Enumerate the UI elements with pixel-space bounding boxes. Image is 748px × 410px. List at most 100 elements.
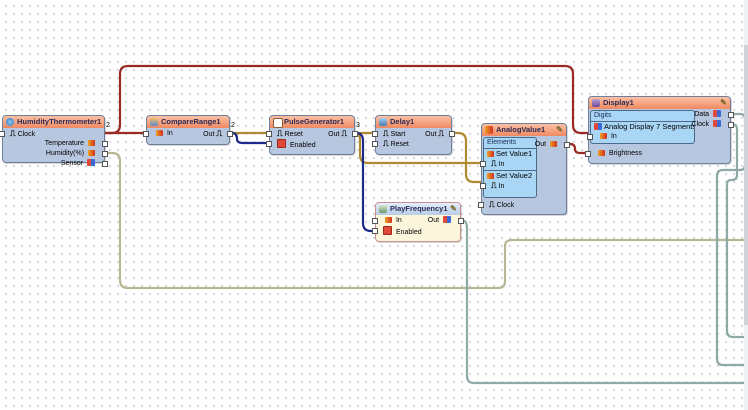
pin-reset[interactable]: ⎍ Reset	[266, 129, 303, 139]
pin-connector[interactable]	[372, 131, 378, 137]
wire-analog-brightness[interactable]	[566, 142, 590, 155]
pin-reset[interactable]: ⎍ Reset	[372, 139, 409, 149]
scrollbar-thumb[interactable]	[744, 45, 748, 325]
element-set-value1[interactable]: Set Value1 ⎍ In	[480, 148, 536, 169]
pin-in[interactable]: In	[587, 132, 617, 142]
component-title: PlayFrequency1	[390, 204, 448, 213]
pin-label: Start	[390, 131, 406, 138]
edit-wand-icon[interactable]: ✎	[450, 204, 457, 213]
pin-in[interactable]: ⎍ In	[480, 159, 504, 169]
component-header[interactable]: AnalogValue1 ✎	[482, 124, 566, 136]
sensor-icon	[87, 159, 95, 166]
pin-connector[interactable]	[587, 134, 593, 140]
elements-label: Elements	[487, 139, 517, 146]
component-header[interactable]: Delay1	[376, 116, 451, 128]
pin-connector[interactable]	[102, 141, 108, 147]
pin-label: Out	[534, 141, 547, 148]
component-play-frequency[interactable]: PlayFrequency1 ✎ In Enabled Out	[372, 202, 464, 242]
pin-connector[interactable]	[449, 131, 455, 137]
wire-compare-enabled[interactable]	[229, 131, 271, 145]
pin-connector[interactable]	[728, 122, 734, 128]
component-pulse-generator[interactable]: PulseGenerator1 ⎍ Reset Enabled Out ⎍	[266, 115, 358, 155]
pin-clock[interactable]: Clock	[692, 120, 734, 130]
clock-icon: ⎍	[10, 129, 16, 138]
pin-out[interactable]: Out ⎍	[203, 129, 233, 139]
elements-group: Elements Set Value1 ⎍ In Set Value2 ⎍ In	[480, 137, 537, 198]
pin-clock[interactable]: ⎍ Clock	[0, 129, 35, 139]
pin-label: Enabled	[289, 142, 316, 149]
element-set-value2[interactable]: Set Value2 ⎍ In	[480, 170, 536, 191]
pin-connector[interactable]	[564, 142, 570, 148]
wire-temperature-display[interactable]	[104, 64, 590, 135]
analog-icon	[600, 133, 607, 139]
pin-in[interactable]: ⎍ In	[480, 181, 505, 191]
pin-connector[interactable]	[480, 161, 486, 167]
pin-connector[interactable]	[458, 218, 464, 224]
pin-connector[interactable]	[0, 131, 5, 137]
pin-connector[interactable]	[227, 131, 233, 137]
pin-connector[interactable]	[102, 151, 108, 157]
pin-label: Out	[427, 217, 440, 224]
component-header[interactable]: PlayFrequency1 ✎	[376, 203, 460, 215]
pin-label: In	[498, 183, 505, 190]
pin-connector[interactable]	[372, 141, 378, 147]
analog-icon	[550, 141, 557, 147]
pin-in[interactable]: In	[143, 129, 173, 139]
digit-item[interactable]: Analog Display 7 Segments1 In	[587, 121, 694, 142]
pin-enabled[interactable]: Enabled	[266, 139, 316, 149]
pin-label: Humidity(%)	[45, 150, 85, 157]
boolean-icon	[277, 139, 286, 148]
pin-connector[interactable]	[585, 151, 591, 157]
pin-connector[interactable]	[372, 228, 378, 234]
pin-sensor[interactable]: Sensor	[61, 159, 108, 169]
pin-connector[interactable]	[728, 112, 734, 118]
pin-connector[interactable]	[352, 131, 358, 137]
pin-clock[interactable]: ⎍ Clock	[478, 200, 514, 210]
wire-delay-setvalue2[interactable]	[451, 131, 483, 184]
wire-play-out[interactable]	[459, 218, 748, 385]
component-display[interactable]: Display1 ✎ Digits Analog Display 7 Segme…	[585, 96, 734, 164]
pin-connector[interactable]	[372, 218, 378, 224]
pin-label: Out	[203, 131, 215, 138]
edit-wand-icon[interactable]: ✎	[556, 125, 563, 134]
pin-in[interactable]: In	[372, 216, 402, 226]
component-compare-range[interactable]: CompareRange1 In Out ⎍	[143, 115, 233, 145]
pin-brightness[interactable]: Brightness	[585, 149, 642, 159]
pin-out[interactable]: Out ⎍	[425, 129, 455, 139]
pin-out[interactable]: Out	[534, 140, 570, 150]
digits-label: Digits	[594, 112, 612, 119]
analog-icon	[385, 217, 392, 223]
pin-connector[interactable]	[478, 202, 484, 208]
wire-display-clock[interactable]	[725, 122, 748, 339]
component-header[interactable]: HumidityThermometer1	[3, 116, 104, 128]
pin-enabled[interactable]: Enabled	[372, 226, 422, 236]
component-header[interactable]: Display1 ✎	[589, 97, 730, 109]
pin-out[interactable]: Out ⎍	[328, 129, 358, 139]
pin-connector[interactable]	[143, 131, 149, 137]
analog-icon	[88, 140, 95, 146]
wire-sensor[interactable]	[104, 151, 748, 290]
vertical-scrollbar[interactable]	[744, 0, 748, 410]
component-header[interactable]: PulseGenerator1	[270, 116, 354, 128]
edit-wand-icon[interactable]: ✎	[720, 98, 727, 107]
pin-humidity[interactable]: Humidity(%)	[45, 149, 108, 159]
hourglass-icon	[379, 118, 387, 126]
pin-label: In	[395, 217, 402, 224]
component-header[interactable]: CompareRange1	[147, 116, 229, 128]
pin-temperature[interactable]: Temperature	[45, 139, 108, 149]
component-title: AnalogValue1	[496, 125, 546, 134]
pin-out[interactable]: Out	[427, 216, 464, 226]
pin-data[interactable]: Data	[694, 110, 734, 120]
wire-pulse-play[interactable]	[354, 131, 377, 233]
pin-connector[interactable]	[266, 141, 272, 147]
component-title: Delay1	[390, 117, 415, 126]
component-analog-value[interactable]: AnalogValue1 ✎ Elements Set Value1 ⎍ In …	[478, 123, 570, 215]
pin-connector[interactable]	[266, 131, 272, 137]
clock-icon: ⎍	[491, 159, 497, 168]
pin-start[interactable]: ⎍ Start	[372, 129, 406, 139]
pin-connector[interactable]	[102, 161, 108, 167]
component-delay[interactable]: Delay1 ⎍ Start ⎍ Reset Out ⎍	[372, 115, 455, 155]
component-humidity-thermometer[interactable]: HumidityThermometer1 ⎍ Clock Temperature…	[0, 115, 108, 167]
pin-connector[interactable]	[480, 183, 486, 189]
element-name: Set Value2	[496, 171, 533, 180]
